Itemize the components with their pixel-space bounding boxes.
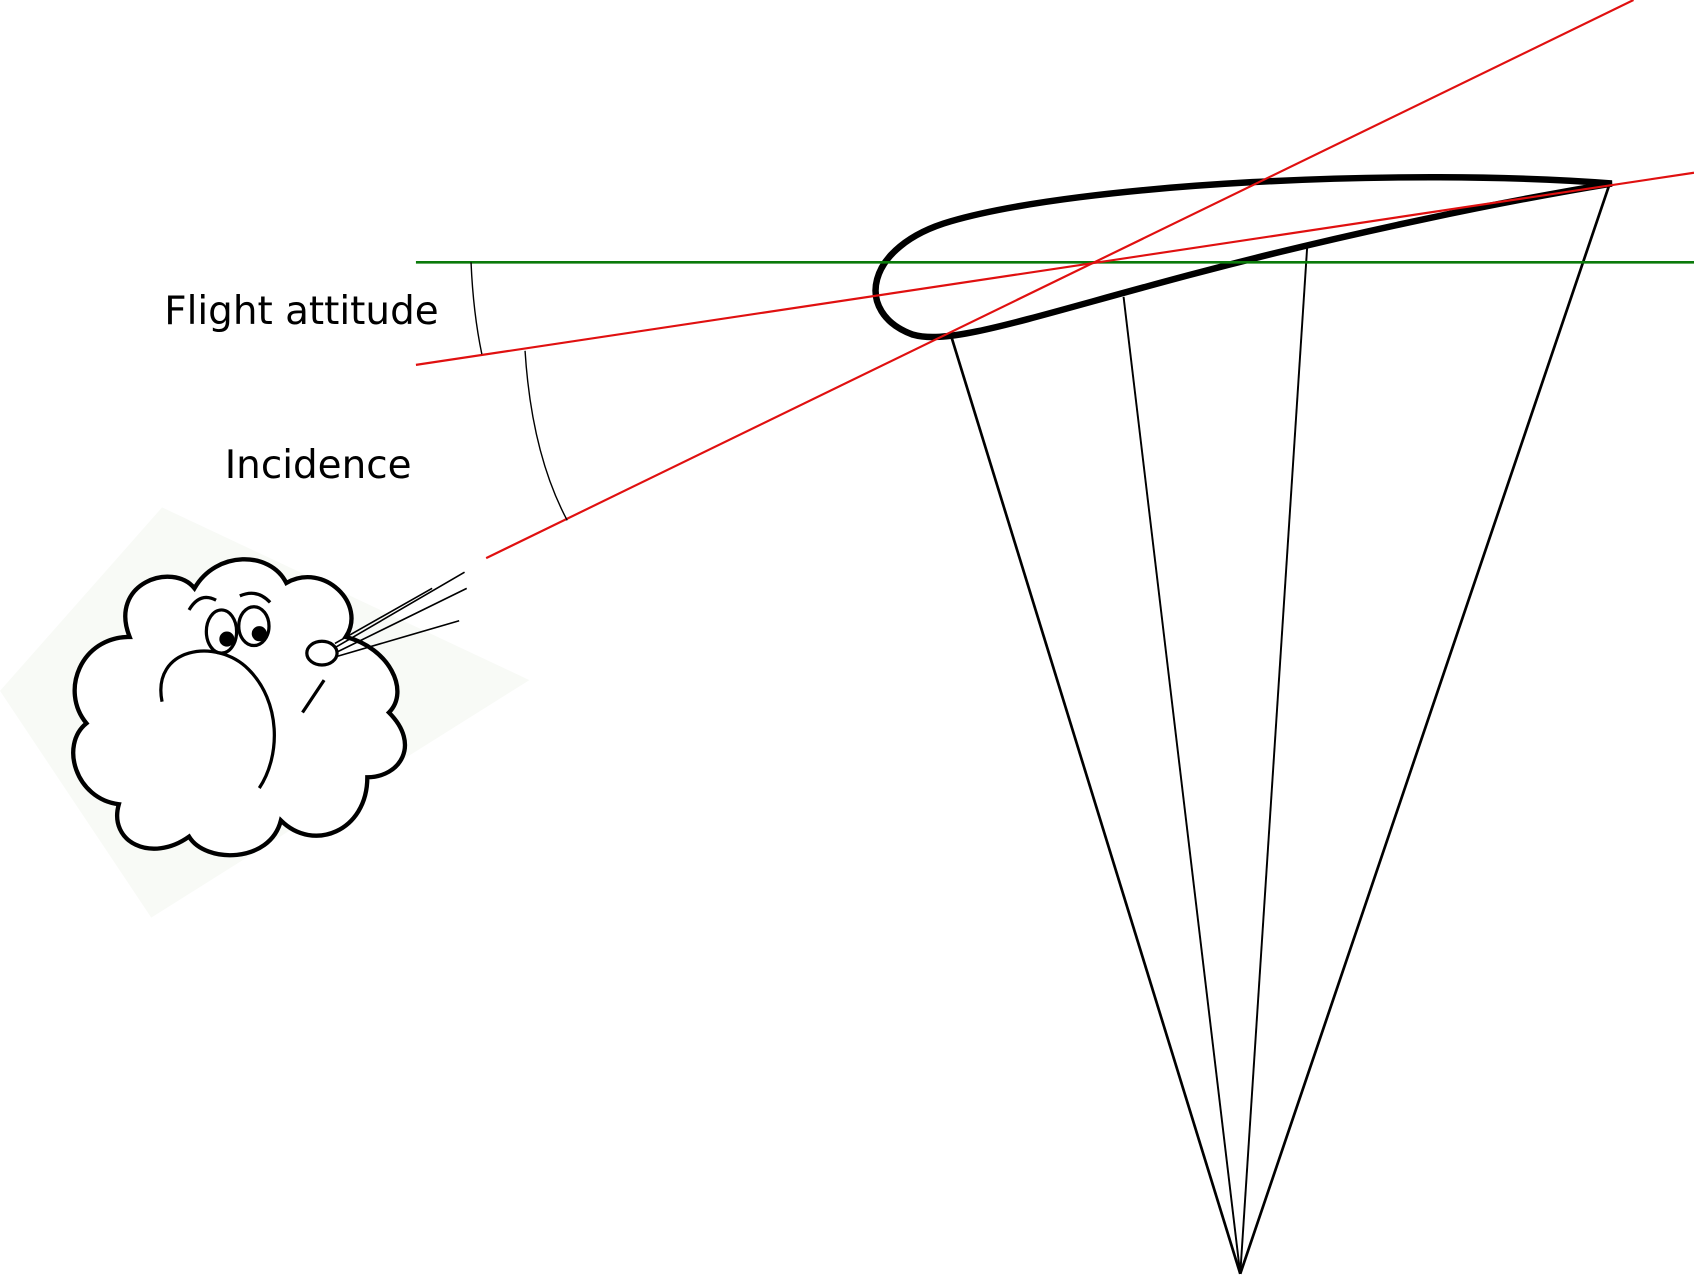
- incidence-arc: [524, 350, 568, 521]
- line-c: [1239, 246, 1309, 1274]
- line-d: [1238, 183, 1612, 1275]
- wind-cloud-icon: [0, 507, 530, 918]
- relative-wind-line: [485, 0, 1634, 560]
- suspension-lines: [949, 183, 1612, 1275]
- flight-attitude-arc: [470, 262, 483, 355]
- flight-attitude-label: Flight attitude: [164, 289, 438, 334]
- wing-airfoil: [872, 174, 1613, 341]
- line-a: [949, 334, 1242, 1275]
- incidence-label: Incidence: [225, 443, 412, 488]
- line-b: [1122, 296, 1242, 1274]
- chord-line: [415, 171, 1694, 366]
